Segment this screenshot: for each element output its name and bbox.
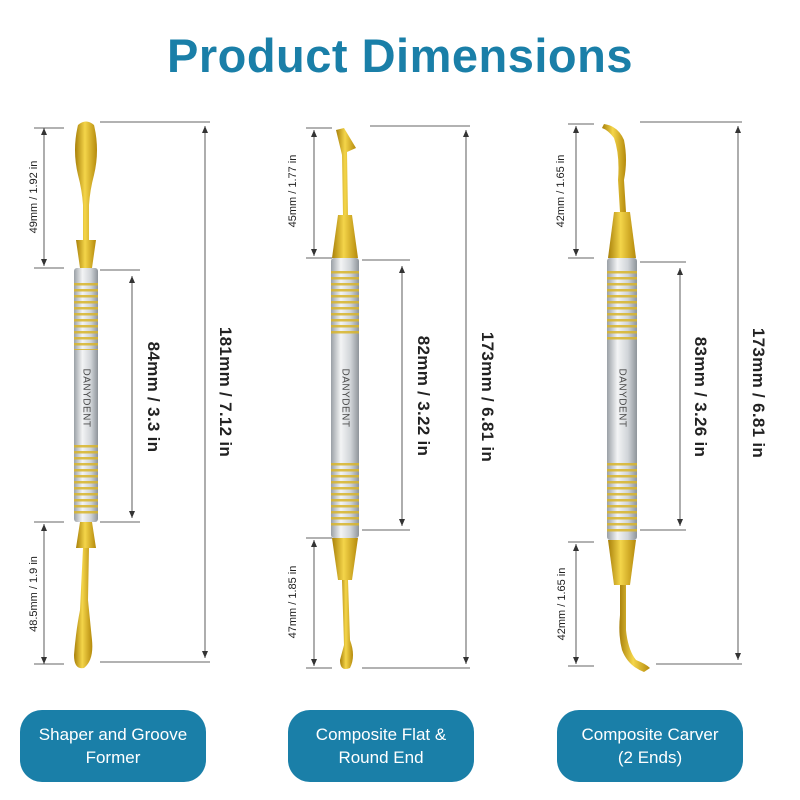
- tool-3-name-line-1: Composite Carver: [581, 725, 719, 744]
- tool-2-top-tip-length: 45mm / 1.77 in: [287, 154, 299, 228]
- tool-3-top-tip: [602, 124, 626, 212]
- tool-2-flat-round: [331, 128, 359, 669]
- tool-1-shaper: [74, 121, 98, 669]
- tool-1-brand: DANYDENT: [80, 368, 92, 428]
- tool-2-top-tip: [336, 128, 356, 215]
- tool-2-bottom-tip-length: 47mm / 1.85 in: [287, 565, 299, 639]
- tool-3-name-pill: Composite Carver (2 Ends): [557, 710, 743, 782]
- tool-2-bottom-collar: [332, 538, 358, 580]
- tool-3-bottom-tip-length: 42mm / 1.65 in: [556, 567, 568, 641]
- tool-3-top-tip-length: 42mm / 1.65 in: [555, 154, 567, 228]
- tool-1-name-line-1: Shaper and Groove: [38, 725, 188, 744]
- tool-1-bottom-blade: [74, 548, 93, 669]
- tool-3-total-length: 173mm / 6.81 in: [749, 327, 768, 459]
- tool-3-handle-length: 83mm / 3.26 in: [691, 336, 710, 458]
- tool-1-grip-bottom: [74, 445, 98, 515]
- tool-2-name-line-1: Composite Flat &: [315, 725, 447, 744]
- tool-3-top-collar: [608, 212, 636, 258]
- tool-1-bottom-collar: [76, 522, 96, 548]
- tool-2-bottom-tip: [340, 580, 353, 669]
- tool-3-bottom-collar: [608, 540, 636, 585]
- tool-1-grip-top: [74, 280, 98, 350]
- tool-1-top-tip-length: 49mm / 1.92 in: [28, 160, 40, 234]
- tool-3-carver: [602, 124, 650, 672]
- dimension-lines: [34, 121, 742, 669]
- tool-3-name-line-2: (2 Ends): [617, 748, 683, 767]
- tool-2-handle-length: 82mm / 3.22 in: [414, 335, 433, 457]
- tool-1-total-length: 181mm / 7.12 in: [216, 326, 235, 458]
- tool-2-brand: DANYDENT: [339, 368, 351, 428]
- tool-2-name-pill: Composite Flat & Round End: [288, 710, 474, 782]
- tool-3-grip-top: [607, 268, 637, 340]
- tool-2-total-length: 173mm / 6.81 in: [478, 331, 497, 463]
- tool-3-bottom-tip: [619, 585, 650, 672]
- tool-1-bottom-tip-length: 48.5mm / 1.9 in: [28, 556, 40, 632]
- tool-1-handle-length: 84mm / 3.3 in: [144, 341, 163, 453]
- tool-1-name-line-2: Former: [85, 748, 141, 767]
- tool-2-top-collar: [332, 215, 358, 258]
- tool-1-name-pill: Shaper and Groove Former: [20, 710, 206, 782]
- page-title: Product Dimensions: [166, 29, 633, 82]
- tool-1-top-collar: [76, 240, 96, 268]
- tool-2-grip-top: [331, 268, 359, 336]
- tool-3-brand: DANYDENT: [616, 368, 628, 428]
- tool-3-grip-bottom: [607, 460, 637, 532]
- tool-2-grip-bottom: [331, 460, 359, 528]
- tool-2-name-line-2: Round End: [338, 748, 424, 767]
- tool-1-top-blade: [75, 121, 97, 240]
